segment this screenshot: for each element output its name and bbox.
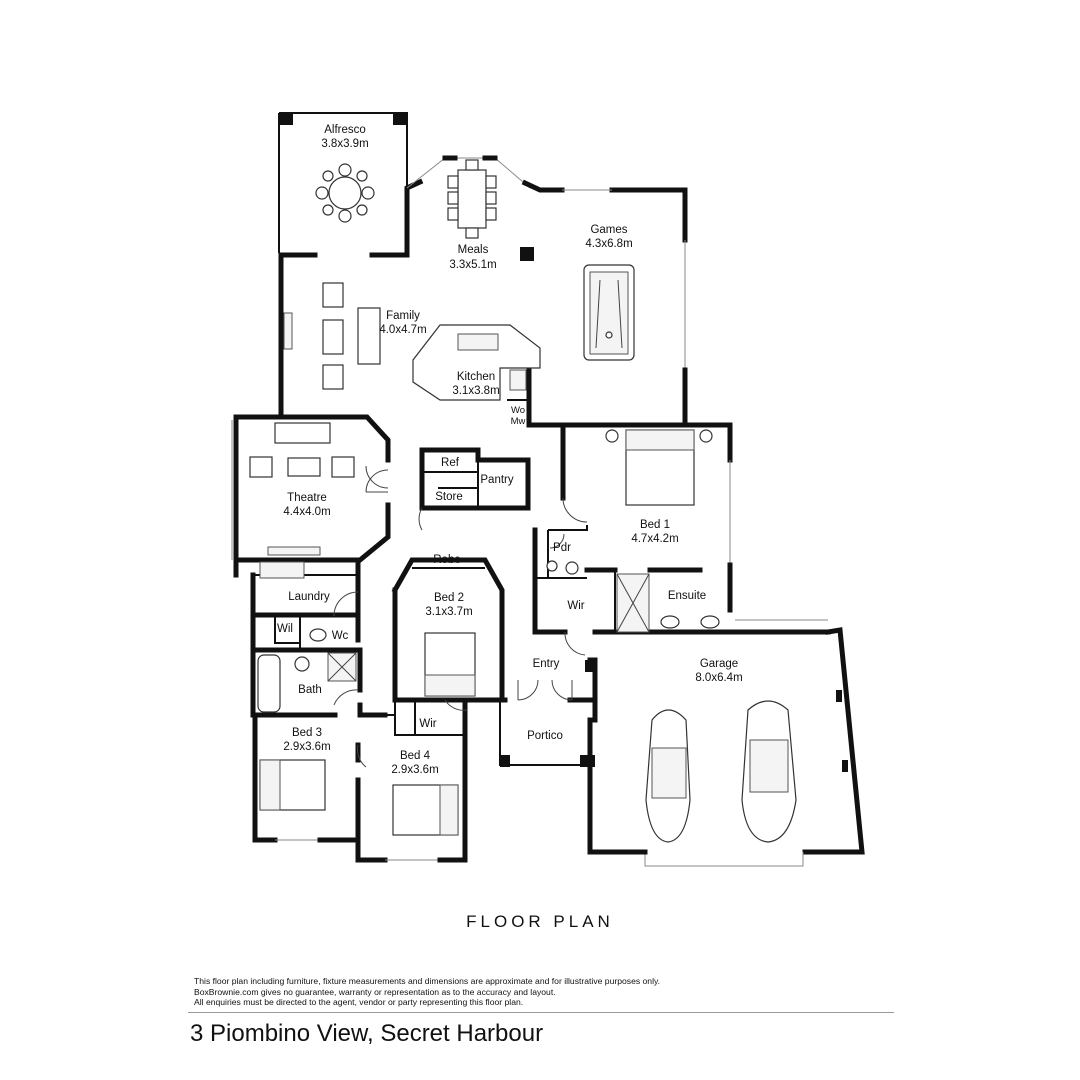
plan-title: FLOOR PLAN: [466, 912, 614, 931]
room-dim-bed1: 4.7x4.2m: [631, 533, 678, 545]
room-name-ref: Ref: [441, 457, 460, 469]
pool-table-icon: [583, 264, 635, 361]
room-dim-bed3: 2.9x3.6m: [283, 741, 330, 753]
disclaimer-line: All enquiries must be directed to the ag…: [194, 997, 524, 1007]
room-name-alfresco: Alfresco: [324, 124, 366, 136]
ensuite-fixtures-icon: [616, 573, 720, 633]
room-name-wc: Wc: [332, 630, 349, 642]
room-name-family: Family: [386, 310, 420, 322]
room-name-laundry: Laundry: [288, 591, 330, 603]
bed1-furniture-icon: [605, 429, 713, 506]
bathroom-fixtures-icon: [257, 560, 579, 713]
disclaimer-line: This floor plan including furniture, fix…: [194, 976, 661, 986]
room-dim-theatre: 4.4x4.0m: [283, 506, 330, 518]
bed3-furniture-icon: [259, 759, 326, 811]
room-name-portico: Portico: [527, 730, 563, 742]
room-dim-bed4: 2.9x3.6m: [391, 764, 438, 776]
room-name-wil: Wil: [277, 623, 293, 635]
alfresco-area: [278, 112, 408, 253]
room-name-wir-bed4: Wir: [419, 718, 436, 730]
car-icon: [645, 700, 797, 843]
bed2-furniture-icon: [424, 632, 476, 697]
room-name-pdr: Pdr: [553, 542, 571, 554]
bed4-furniture-icon: [392, 784, 459, 836]
room-dim-garage: 8.0x6.4m: [695, 672, 742, 684]
theatre-furniture-icon: [249, 422, 355, 556]
disclaimer-line: BoxBrownie.com gives no guarantee, warra…: [194, 986, 556, 997]
room-dim-meals: 3.3x5.1m: [449, 259, 496, 271]
room-dim-bed2: 3.1x3.7m: [425, 606, 472, 618]
room-dim-family: 4.0x4.7m: [379, 324, 426, 336]
room-name-store: Store: [435, 491, 463, 503]
outdoor-table-icon: [315, 163, 375, 223]
property-address: 3 Piombino View, Secret Harbour: [190, 1020, 544, 1047]
room-labels: Alfresco 3.8x3.9m Meals 3.3x5.1m Games 4…: [277, 124, 743, 776]
room-name-wir-bed1: Wir: [567, 600, 584, 612]
room-dim-alfresco: 3.8x3.9m: [321, 138, 368, 150]
room-name-robe: Robe: [433, 554, 461, 566]
room-name-theatre: Theatre: [287, 492, 327, 504]
kitchen-island-icon: [412, 324, 541, 401]
meals-table-icon: [447, 159, 497, 239]
room-dim-kitchen: 3.1x3.8m: [452, 385, 499, 397]
room-name-garage: Garage: [700, 658, 738, 670]
room-name-wo: Wo: [511, 405, 525, 416]
door-swings: [333, 465, 588, 768]
room-name-mw: Mw: [511, 416, 526, 427]
room-name-games: Games: [590, 224, 627, 236]
room-name-ensuite: Ensuite: [668, 590, 706, 602]
room-name-bed1: Bed 1: [640, 519, 670, 531]
room-name-bed3: Bed 3: [292, 727, 322, 739]
room-name-bed4: Bed 4: [400, 750, 431, 762]
room-name-pantry: Pantry: [480, 474, 513, 486]
room-name-bath: Bath: [298, 684, 322, 696]
room-name-bed2: Bed 2: [434, 592, 464, 604]
room-name-meals: Meals: [458, 244, 489, 256]
room-name-kitchen: Kitchen: [457, 371, 495, 383]
disclaimer: This floor plan including furniture, fix…: [194, 976, 894, 1008]
walls: [231, 155, 865, 867]
room-dim-games: 4.3x6.8m: [585, 238, 632, 250]
lounge-furniture-icon: [283, 282, 381, 390]
divider: [188, 1012, 894, 1013]
room-name-entry: Entry: [533, 658, 560, 670]
